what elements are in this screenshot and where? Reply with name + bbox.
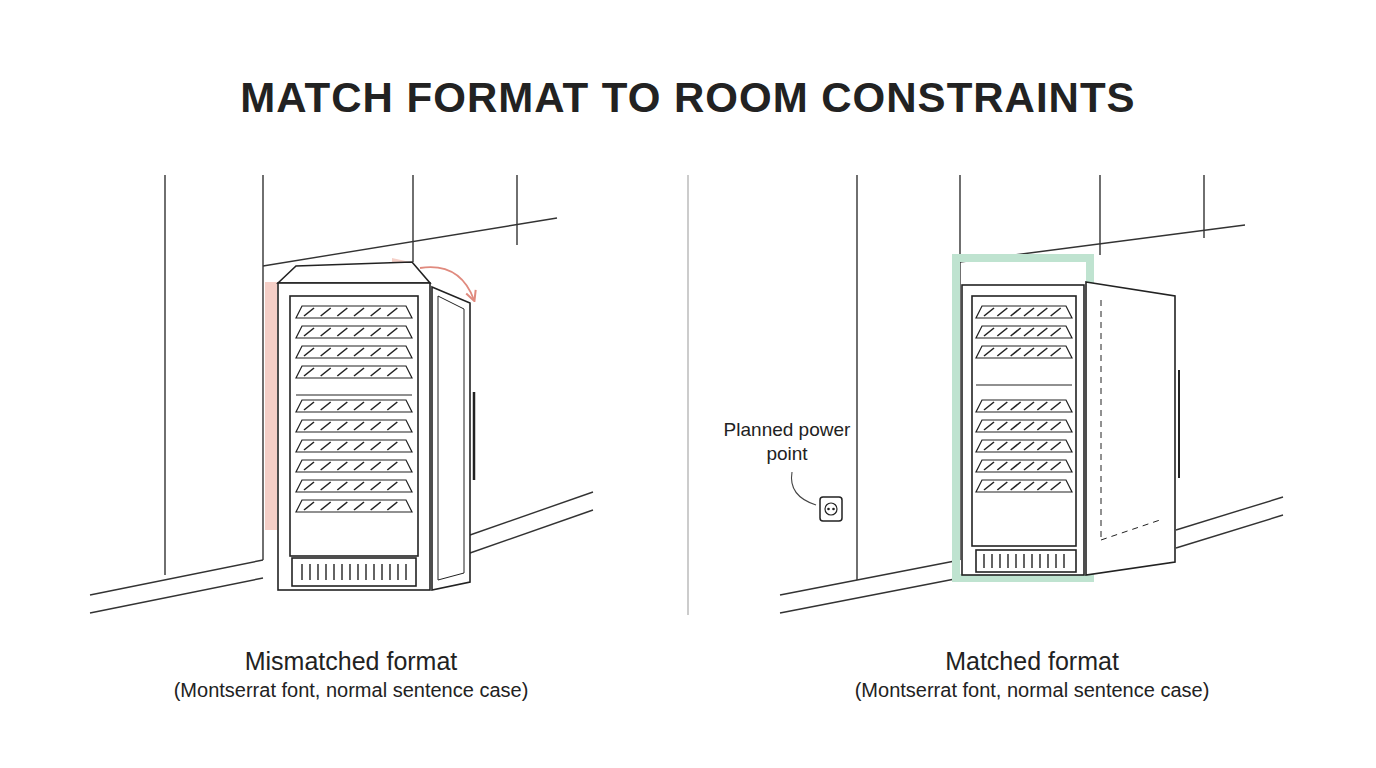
wine-fridge: [278, 262, 474, 590]
clearance-highlight: [265, 282, 277, 530]
room-lines: [90, 175, 1283, 615]
shelves: [976, 306, 1072, 492]
caption-note: (Montserrat font, normal sentence case): [855, 678, 1210, 703]
callout-label: Planned power point: [722, 418, 852, 466]
panel-caption: Matched format: [945, 646, 1119, 677]
diagram-title: MATCH FORMAT TO ROOM CONSTRAINTS: [240, 74, 1135, 122]
vent-grille: [984, 554, 1064, 568]
caption-note: (Montserrat font, normal sentence case): [174, 678, 529, 703]
wine-fridge: [962, 282, 1179, 575]
shelves: [296, 306, 412, 512]
leader-line: [792, 472, 817, 505]
vent-grille: [302, 564, 406, 580]
fit-highlight: [956, 258, 1090, 578]
power-socket: [820, 497, 842, 521]
swing-arrow: [420, 267, 474, 300]
panel-caption: Mismatched format: [245, 646, 458, 677]
